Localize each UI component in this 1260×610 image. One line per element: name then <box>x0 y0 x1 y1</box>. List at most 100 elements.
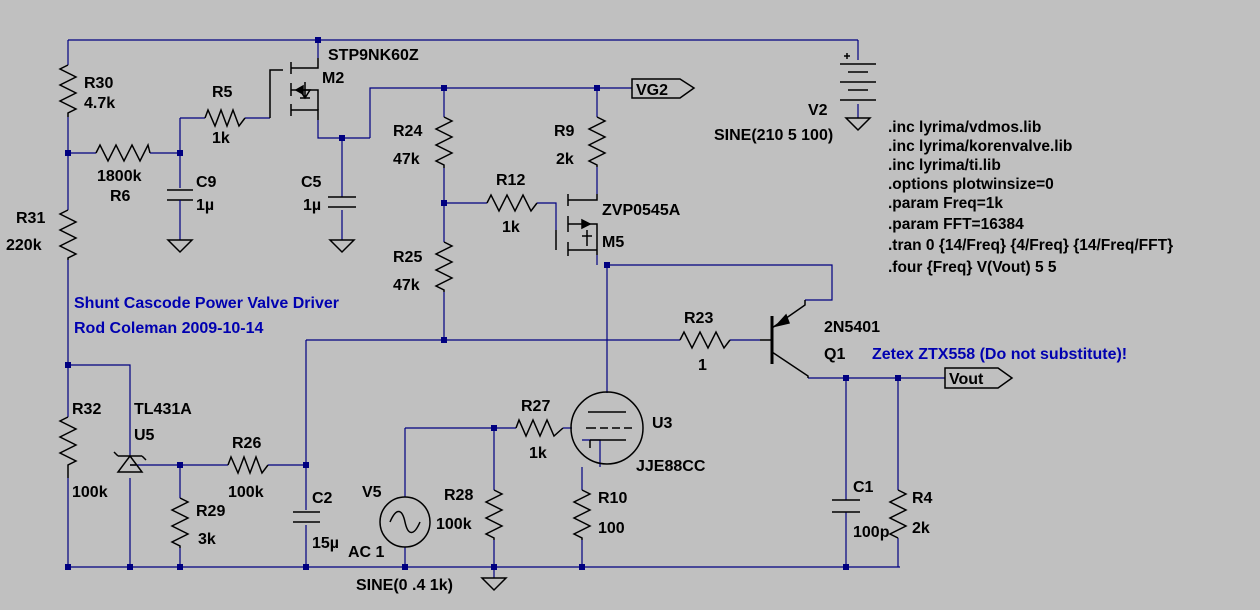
r29-resistor[interactable] <box>170 497 190 548</box>
u3-ref: U3 <box>652 415 673 432</box>
c9-ref: C9 <box>196 174 217 191</box>
v2-source[interactable] <box>840 53 876 101</box>
c9-value: 1µ <box>196 197 214 214</box>
directive-line: .four {Freq} V(Vout) 5 5 <box>888 259 1057 276</box>
r24-resistor[interactable] <box>434 116 454 168</box>
r23-value: 1 <box>698 357 707 374</box>
u5-ref: U5 <box>134 427 155 444</box>
r5-value: 1k <box>212 130 230 147</box>
r32-ref: R32 <box>72 401 101 418</box>
r26-value: 100k <box>228 484 264 501</box>
vout-net-flag <box>944 367 1014 389</box>
r23-ref: R23 <box>684 310 713 327</box>
ground-icon <box>480 577 508 592</box>
r27-value: 1k <box>529 445 547 462</box>
m5-value: ZVP0545A <box>602 202 681 219</box>
r5-resistor[interactable] <box>204 107 246 129</box>
q1-value: 2N5401 <box>824 319 880 336</box>
vg2-label: VG2 <box>636 82 668 99</box>
c2-ref: C2 <box>312 490 333 507</box>
m5-mosfet[interactable] <box>555 194 598 256</box>
r30-ref: R30 <box>84 75 113 92</box>
r31-resistor[interactable] <box>58 209 78 260</box>
vout-label: Vout <box>949 371 984 388</box>
u3-value: JJE88CC <box>636 458 706 475</box>
directive-line: .inc lyrima/vdmos.lib <box>888 119 1041 136</box>
ground-icon <box>844 117 872 132</box>
r32-resistor[interactable] <box>58 416 78 478</box>
component-labels: R30 4.7k R5 1k 1800k R6 C9 1µ R31 220k S… <box>6 47 984 594</box>
m2-mosfet[interactable] <box>269 58 319 120</box>
r28-ref: R28 <box>444 487 473 504</box>
r25-resistor[interactable] <box>434 241 454 292</box>
r10-ref: R10 <box>598 490 627 507</box>
directive-line: .inc lyrima/korenvalve.lib <box>888 138 1072 155</box>
title-note-line2: Rod Coleman 2009-10-14 <box>74 320 264 337</box>
u5-value: TL431A <box>134 401 192 418</box>
r23-resistor[interactable] <box>679 330 731 350</box>
r12-resistor[interactable] <box>486 193 538 213</box>
m2-ref: M2 <box>322 70 344 87</box>
r6-value: 1800k <box>97 168 142 185</box>
r32-value: 100k <box>72 484 108 501</box>
r4-resistor[interactable] <box>888 489 908 539</box>
q1-transistor[interactable] <box>760 300 809 378</box>
r29-value: 3k <box>198 531 216 548</box>
m5-ref: M5 <box>602 234 624 251</box>
r9-value: 2k <box>556 151 574 168</box>
r9-resistor[interactable] <box>587 116 607 167</box>
r6-ref: R6 <box>110 188 131 205</box>
c5-ref: C5 <box>301 174 322 191</box>
c1-value: 100p <box>853 524 890 541</box>
c1-ref: C1 <box>853 479 874 496</box>
r27-resistor[interactable] <box>515 418 564 438</box>
r28-value: 100k <box>436 516 472 533</box>
c5-capacitor[interactable] <box>328 196 356 208</box>
r30-resistor[interactable] <box>58 64 78 117</box>
r10-resistor[interactable] <box>572 489 592 540</box>
r26-ref: R26 <box>232 435 261 452</box>
wires <box>67 39 945 578</box>
v2-ref: V2 <box>808 102 828 119</box>
r26-resistor[interactable] <box>227 454 269 476</box>
c1-capacitor[interactable] <box>832 499 860 513</box>
r27-ref: R27 <box>521 398 550 415</box>
r4-value: 2k <box>912 520 930 537</box>
title-note-line1: Shunt Cascode Power Valve Driver <box>74 295 339 312</box>
v5-source[interactable] <box>379 496 431 548</box>
c5-value: 1µ <box>303 197 321 214</box>
r12-ref: R12 <box>496 172 525 189</box>
u3-valve[interactable] <box>570 391 644 465</box>
r24-value: 47k <box>393 151 420 168</box>
r29-ref: R29 <box>196 503 225 520</box>
c9-capacitor[interactable] <box>167 189 193 216</box>
v5-ref: V5 <box>362 484 382 501</box>
r31-ref: R31 <box>16 210 45 227</box>
directive-line: .inc lyrima/ti.lib <box>888 157 1001 174</box>
v5-ac: AC 1 <box>348 544 385 561</box>
r5-ref: R5 <box>212 84 233 101</box>
ground-icon <box>166 239 194 254</box>
r6-resistor[interactable] <box>95 142 151 163</box>
v2-value: SINE(210 5 100) <box>714 127 833 144</box>
r31-value: 220k <box>6 237 42 254</box>
r28-resistor[interactable] <box>484 489 504 540</box>
directive-line: .tran 0 {14/Freq} {4/Freq} {14/Freq/FFT} <box>888 237 1173 254</box>
c2-capacitor[interactable] <box>293 511 320 523</box>
directive-line: .param FFT=16384 <box>888 216 1024 233</box>
directive-line: .options plotwinsize=0 <box>888 176 1054 193</box>
v5-value: SINE(0 .4 1k) <box>356 577 453 594</box>
directive-line: .param Freq=1k <box>888 195 1003 212</box>
ground-icon <box>328 239 356 254</box>
c2-value: 15µ <box>312 535 339 552</box>
r4-ref: R4 <box>912 490 933 507</box>
r9-ref: R9 <box>554 123 575 140</box>
junctions <box>65 37 901 570</box>
spice-directives: .inc lyrima/vdmos.lib .inc lyrima/korenv… <box>888 119 1173 276</box>
r12-value: 1k <box>502 219 520 236</box>
r30-value: 4.7k <box>84 95 115 112</box>
r25-ref: R25 <box>393 249 422 266</box>
u5-shunt-regulator[interactable] <box>113 451 147 473</box>
